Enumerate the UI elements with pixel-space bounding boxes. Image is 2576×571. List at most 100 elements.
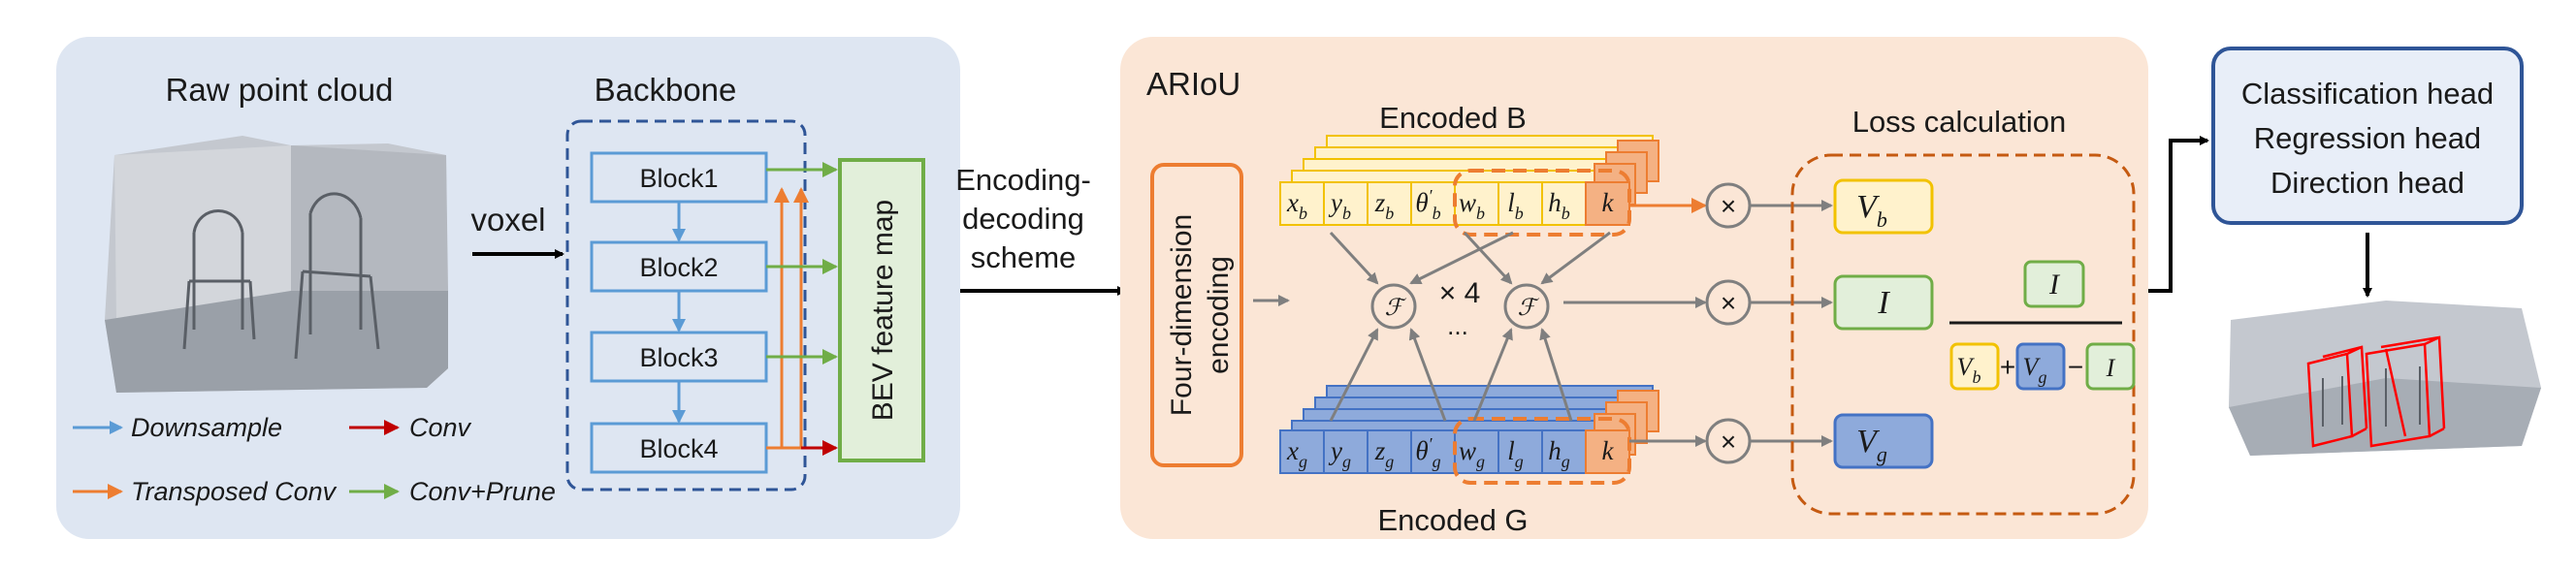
svg-text:xg: xg	[1286, 436, 1307, 471]
encoded-g-cell-4: θ′g	[1410, 429, 1456, 474]
scheme-label-line-3: scheme	[971, 240, 1077, 274]
loss-calculation-dashed-box	[1790, 153, 2136, 516]
four-dimension-label-1: Four-dimension	[1166, 214, 1198, 416]
svg-text:+: +	[2000, 352, 2015, 382]
raw-point-cloud-title: Raw point cloud	[166, 72, 394, 108]
encoded-b-cell-k: k	[1585, 181, 1630, 226]
svg-text:lb: lb	[1507, 188, 1524, 223]
ariou-title: ARIoU	[1146, 66, 1240, 102]
bev-feature-map	[838, 158, 925, 462]
encoded-g-dashed-group	[1453, 417, 1631, 485]
block-3-label: Block3	[639, 343, 718, 372]
legend-downsample-label: Downsample	[131, 413, 282, 442]
vb-box: Vb	[1833, 178, 1934, 235]
svg-text:×: ×	[1721, 427, 1736, 457]
svg-text:zb: zb	[1374, 188, 1395, 223]
encoded-g-cell-2: yg	[1323, 429, 1368, 474]
four-dimension-label-2: encoding	[1203, 256, 1235, 374]
legend: Downsample Conv Transposed Conv Conv+Pru…	[73, 413, 556, 506]
svg-text:×: ×	[1721, 288, 1736, 318]
svg-text:Vg: Vg	[2023, 353, 2047, 387]
svg-text:Vb: Vb	[1957, 353, 1981, 387]
block-4-label: Block4	[639, 434, 718, 463]
encoded-g-cell-6: lg	[1497, 429, 1543, 474]
loss-calculation-title: Loss calculation	[1852, 105, 2067, 139]
svg-text:yb: yb	[1328, 188, 1351, 223]
heads-box	[2211, 47, 2524, 225]
encoded-b-dashed-group	[1453, 169, 1631, 237]
scheme-label-line-1: Encoding-	[955, 163, 1091, 197]
encoded-g-label: Encoded G	[1377, 503, 1528, 537]
conv-prune-arrows	[766, 162, 838, 365]
svg-text:θ′g: θ′g	[1415, 434, 1440, 471]
ariou-to-heads-arrow	[2148, 136, 2209, 293]
encoded-g-cell-k: k	[1585, 429, 1630, 474]
svg-text:wb: wb	[1459, 188, 1485, 223]
encoded-b-cell-7: hb	[1541, 181, 1587, 226]
block-4: Block4	[590, 422, 768, 474]
f-operator-1: ℱ	[1370, 283, 1417, 330]
svg-text:I: I	[2106, 354, 2116, 382]
svg-text:lg: lg	[1507, 436, 1524, 471]
backbone-dashed-box	[565, 119, 807, 492]
encoded-b-cell-1: xb	[1279, 181, 1325, 226]
svg-text:ℱ: ℱ	[1385, 296, 1407, 321]
svg-text:k: k	[1602, 436, 1615, 465]
vg-box: Vg	[1833, 413, 1934, 469]
voxel-label: voxel	[470, 202, 545, 238]
encoded-b-cell-3: zb	[1367, 181, 1412, 226]
scheme-label-line-2: decoding	[962, 202, 1084, 236]
encoded-b-cell-5: wb	[1454, 181, 1499, 226]
iou-formula: I Vb + Vg − I	[1949, 260, 2136, 391]
svg-text:yg: yg	[1328, 436, 1351, 471]
encoded-g-cell-7: hg	[1541, 429, 1587, 474]
encoded-b-cell-2: yb	[1323, 181, 1368, 226]
encoded-b-cell-6: lb	[1497, 181, 1543, 226]
direction-head-label: Direction head	[2270, 166, 2464, 200]
regression-head-label: Regression head	[2254, 121, 2481, 155]
svg-text:I: I	[2048, 269, 2061, 301]
multiply-op-2: ×	[1705, 279, 1752, 326]
encoded-g-cell-1: xg	[1279, 429, 1325, 474]
svg-text:xb: xb	[1286, 188, 1307, 223]
backbone-title: Backbone	[595, 72, 737, 108]
svg-text:zg: zg	[1374, 436, 1395, 471]
svg-text:−: −	[2068, 352, 2083, 382]
formula-i	[2085, 342, 2136, 391]
legend-transposed-conv-label: Transposed Conv	[131, 477, 338, 506]
svg-text:θ′b: θ′b	[1415, 186, 1440, 223]
formula-vg	[2015, 342, 2066, 391]
block-1-label: Block1	[639, 164, 718, 193]
svg-text:hb: hb	[1548, 188, 1570, 223]
svg-text:×: ×	[1721, 191, 1736, 221]
encoded-g-cell-5: wg	[1454, 429, 1499, 474]
formula-numerator-i	[2023, 260, 2085, 308]
four-dimension-encoding-box	[1150, 163, 1243, 467]
multiply-op-1: ×	[1705, 182, 1752, 229]
encoded-b-cell-4: θ′b	[1410, 181, 1456, 226]
raw-point-cloud-image	[105, 136, 448, 393]
block-2-label: Block2	[639, 253, 718, 282]
f-operator-2: ℱ	[1503, 283, 1550, 330]
svg-text:Vb: Vb	[1856, 189, 1887, 232]
f-connections	[1329, 231, 1611, 422]
ellipsis: ...	[1447, 311, 1468, 340]
svg-text:k: k	[1602, 188, 1615, 217]
encoded-g-cell-3: zg	[1367, 429, 1412, 474]
multiply-op-3: ×	[1705, 418, 1752, 464]
block-2: Block2	[590, 240, 768, 293]
legend-conv-prune-label: Conv+Prune	[409, 477, 556, 506]
formula-vb	[1949, 342, 2000, 391]
intersection-box: I	[1833, 274, 1934, 331]
svg-text:I: I	[1877, 285, 1890, 321]
encoded-b-label: Encoded B	[1379, 101, 1527, 135]
detection-result-image	[2229, 301, 2541, 456]
svg-text:ℱ: ℱ	[1518, 296, 1540, 321]
bev-feature-map-label: BEV feature map	[867, 200, 899, 421]
svg-text:hg: hg	[1548, 436, 1570, 471]
block-3: Block3	[590, 331, 768, 383]
block-1: Block1	[590, 151, 768, 204]
times-four-label: × 4	[1439, 277, 1481, 309]
